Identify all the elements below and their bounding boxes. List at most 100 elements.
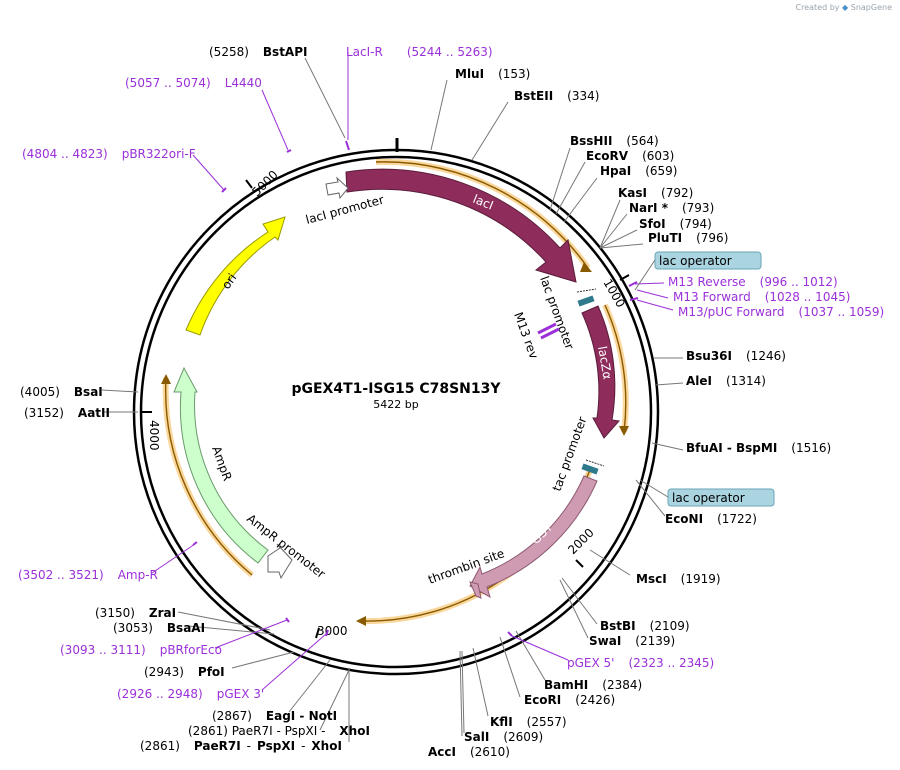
ampr-label: AmpR: [209, 444, 234, 482]
site-bamhi[interactable]: BamHI(2384): [544, 678, 642, 692]
site-name: BstBI: [600, 619, 636, 633]
ori-feature[interactable]: [185, 216, 286, 336]
site-pos: (2109): [650, 619, 690, 633]
ampr-feature[interactable]: [173, 366, 269, 564]
primer-m13-puc-forward[interactable]: M13/pUC Forward (1037 .. 1059): [678, 305, 884, 319]
tac-operator-box: [581, 463, 599, 475]
laci-promoter-arrow: [325, 176, 349, 200]
site-kasi[interactable]: KasI(792): [618, 186, 693, 200]
site-nari[interactable]: NarI *(793): [629, 201, 714, 215]
site-aatii[interactable]: (3150)ZraI: [95, 606, 176, 620]
orf-arrow-4: [161, 374, 171, 384]
site-bstbi[interactable]: BstBI (2109): [600, 619, 690, 633]
tick-mark-5000: [245, 179, 253, 189]
site-zrai[interactable]: (3053)BsaAI: [113, 621, 205, 635]
site-pos: (1246): [746, 349, 786, 363]
site-pos: (1919): [681, 572, 721, 586]
site-name: BamHI: [544, 678, 588, 692]
primer-pbrforeco[interactable]: (3093 .. 3111)pBRforEco: [60, 643, 222, 657]
orf-arrow-2: [619, 426, 629, 436]
primer-name: M13/pUC Forward: [678, 305, 785, 319]
site-acci[interactable]: AccI(2610): [428, 745, 510, 759]
primer-pgex-5[interactable]: pGEX 5' (2323 .. 2345): [567, 656, 714, 670]
primer-range: (996 .. 1012): [760, 275, 838, 289]
primer-m13-reverse[interactable]: M13 Reverse(996 .. 1012): [668, 275, 838, 289]
lacza-feature[interactable]: [581, 305, 620, 439]
site-name: NarI *: [629, 201, 669, 215]
site-bsu36i[interactable]: Bsu36I(1246): [686, 349, 786, 363]
primer-laci-r[interactable]: LacI-R(5244 .. 5263): [346, 45, 493, 59]
site-pos: (2609): [503, 730, 543, 744]
site-bsshii[interactable]: BssHII(564): [570, 134, 659, 148]
primer-labels: LacI-R(5244 .. 5263) (5057 .. 5074) L4440…: [18, 45, 884, 701]
site-name: ZraI: [149, 606, 176, 620]
site-bstapi[interactable]: (5258)BstAPI: [209, 45, 307, 59]
site-pos: (2139): [635, 634, 675, 648]
primer-name: L4440: [225, 76, 262, 90]
m13-rev-label: M13 rev: [511, 310, 541, 360]
site-pos: (3152): [24, 406, 64, 420]
primer-leader-lines: [151, 52, 674, 691]
plasmid-name: pGEX4T1-ISG15 C78SN13Y: [291, 381, 501, 397]
backbone-inner-ring: [139, 155, 653, 669]
primer-name: pBRforEco: [160, 643, 222, 657]
site-ecorv[interactable]: EcoRV(603): [586, 149, 674, 163]
primer-range: (5244 .. 5263): [407, 45, 493, 59]
site-ecori[interactable]: EcoRI(2426): [524, 693, 615, 707]
gst-feature[interactable]: [469, 475, 598, 599]
site-name: PfoI: [198, 665, 225, 679]
site-bsai[interactable]: (3152) AatII: [24, 406, 110, 420]
tac-promoter-marker: [585, 459, 605, 467]
site-sali[interactable]: SalI(2609): [464, 730, 543, 744]
primer-l4440[interactable]: (5057 .. 5074) L4440: [125, 76, 262, 90]
site-pos: (796): [696, 231, 728, 245]
site-bsaai[interactable]: (2943)PfoI: [144, 665, 225, 679]
primer-range: (1037 .. 1059): [799, 305, 885, 319]
site-name: BstAPI: [263, 45, 308, 59]
site-name: KasI: [618, 186, 647, 200]
site-pluti[interactable]: PluTI(796): [648, 231, 728, 245]
primer-range: (2926 .. 2948): [117, 687, 203, 701]
site-name: EcoNI: [665, 512, 703, 526]
snapgene-watermark: Created by ◆ SnapGene: [795, 3, 892, 12]
site-separator: -: [301, 739, 305, 753]
operator-pill-top[interactable]: lac operator: [654, 251, 762, 270]
site-ahdi[interactable]: (4005)BsaI: [20, 385, 103, 399]
primer-range: (2323 .. 2345): [628, 656, 714, 670]
site-name: MluI: [455, 67, 484, 81]
site-sfoi[interactable]: SfoI(794): [639, 217, 712, 231]
site-pos: (2867): [212, 709, 252, 723]
lacza-label: lacZα: [595, 345, 615, 380]
site-eagi[interactable]: (2861) PaeR7I - PspXI -XhoI: [188, 724, 370, 738]
site-mlui[interactable]: MluI(153): [455, 67, 530, 81]
primer-m13-forward[interactable]: M13 Forward(1028 .. 1045): [673, 290, 850, 304]
site-bfuai[interactable]: BfuAI - BspMI(1516): [686, 441, 831, 455]
site-xhoi[interactable]: (2861)PaeR7I-PspXI-XhoI: [140, 739, 342, 753]
site-name: XhoI: [339, 724, 370, 738]
site-hpai[interactable]: HpaI(659): [600, 164, 677, 178]
site-name: XhoI: [311, 739, 342, 753]
site-pfoi[interactable]: (2867)EagI - NotI: [212, 709, 337, 723]
site-alei[interactable]: AleI(1314): [686, 374, 766, 388]
site-bsteii[interactable]: BstEII(334): [514, 89, 599, 103]
site-name: AatII: [78, 406, 110, 420]
thrombin-site-feature[interactable]: [469, 581, 482, 599]
site-kfli[interactable]: KflI(2557): [490, 715, 567, 729]
primer-pgex-3[interactable]: (2926 .. 2948)pGEX 3': [117, 687, 264, 701]
primer-name: pGEX 5': [567, 656, 614, 670]
operator-pill-bottom[interactable]: lac operator: [667, 488, 775, 507]
tick-mark-3000: [315, 627, 320, 639]
laci-feature[interactable]: [345, 168, 577, 283]
site-swai[interactable]: SwaI(2139): [589, 634, 675, 648]
watermark-prefix: Created by: [795, 3, 840, 12]
site-econi[interactable]: EcoNI(1722): [665, 512, 757, 526]
site-msci[interactable]: MscI(1919): [636, 572, 721, 586]
lac-promoter-label: lac promoter: [537, 274, 576, 351]
site-name: PspXI: [257, 739, 295, 753]
site-separator: -: [247, 739, 251, 753]
site-pos: (2557): [527, 715, 567, 729]
primer-amp-r[interactable]: (3502 .. 3521)Amp-R: [18, 568, 158, 582]
primer-pbr322ori-f[interactable]: (4804 .. 4823)pBR322ori-F: [22, 147, 196, 161]
primer-range: (5057 .. 5074): [125, 76, 211, 90]
tick-label-2000: 2000: [565, 526, 596, 557]
